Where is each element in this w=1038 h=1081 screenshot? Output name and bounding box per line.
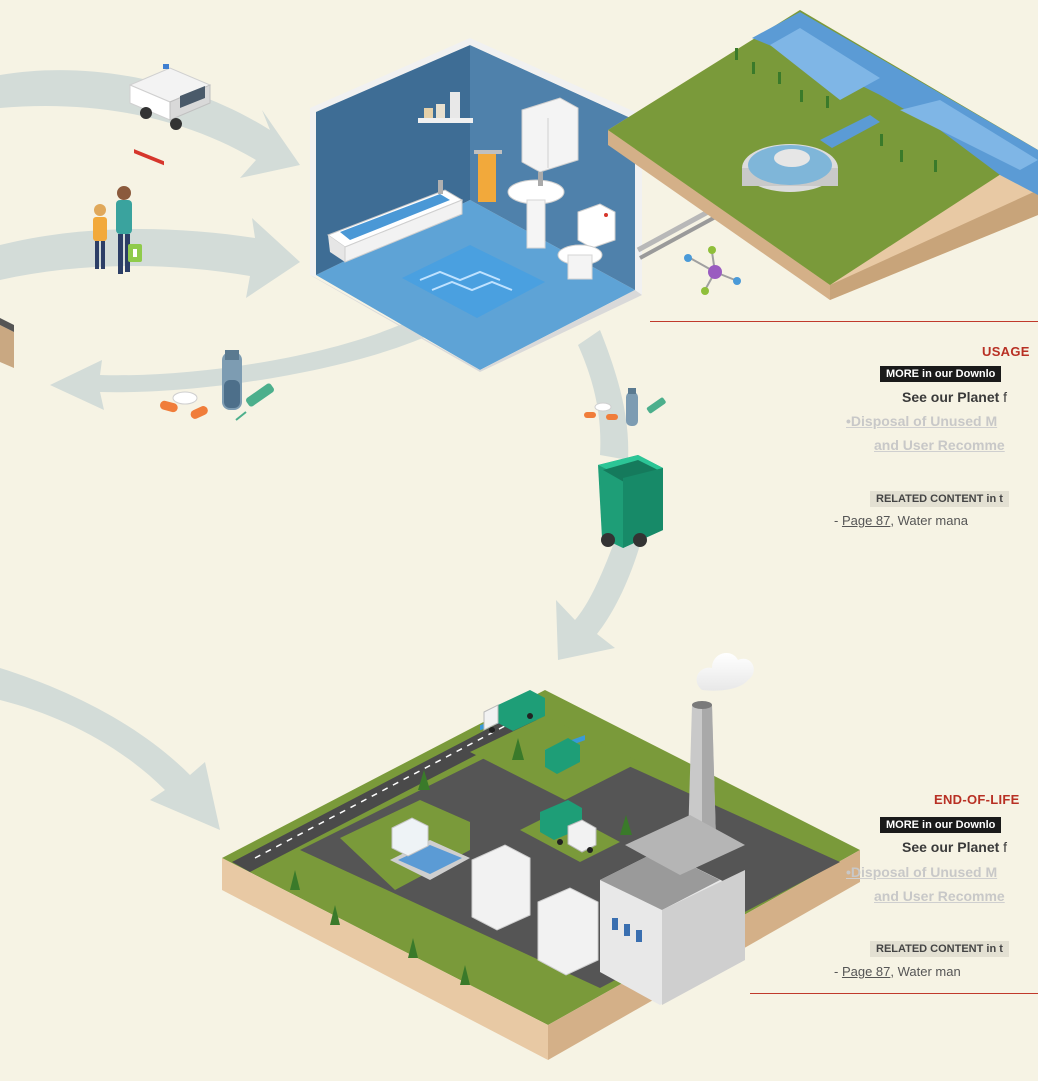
- eol-page-ref: - Page 87, Water man: [834, 964, 961, 979]
- eol-page-suffix: , Water man: [890, 964, 961, 979]
- garbage-truck-icon: [483, 690, 545, 733]
- usage-top-rule: [650, 321, 1038, 322]
- eol-title: END-OF-LIFE: [934, 792, 1020, 807]
- flow-arrow-patient: [0, 218, 300, 298]
- patients-icon: [93, 186, 142, 274]
- water-treatment-plant-icon: [608, 10, 1038, 300]
- usage-page-suffix: , Water mana: [890, 513, 968, 528]
- eol-more-badge: MORE in our Downlo: [880, 817, 1002, 833]
- eol-related-badge: RELATED CONTENT in t: [870, 941, 1009, 957]
- left-building-fragment: [0, 318, 14, 368]
- eol-link-line1[interactable]: •Disposal of Unused M: [846, 864, 998, 880]
- usage-more-badge: MORE in our Downlo: [880, 366, 1002, 382]
- flow-arrow-ambulance: [0, 70, 300, 178]
- bathroom-icon: [310, 38, 642, 372]
- flow-arrow-bin-to-plant: [556, 540, 640, 660]
- usage-see-text: See our Planet f: [902, 389, 1007, 405]
- eol-see-suffix: f: [999, 839, 1008, 855]
- medicines-small-icon: [584, 388, 666, 426]
- eol-bottom-rule: [750, 993, 1038, 994]
- eol-see-text: See our Planet f: [902, 839, 1007, 855]
- eol-page-link[interactable]: Page 87: [841, 964, 891, 979]
- flow-arrow-return: [50, 318, 440, 410]
- medicines-icon: [160, 350, 274, 421]
- usage-link-line2[interactable]: and User Recomme: [874, 437, 1005, 453]
- chimney-icon: [688, 653, 754, 840]
- molecule-icon: [684, 246, 741, 295]
- usage-title: USAGE: [982, 344, 1030, 359]
- usage-page-ref: - Page 87, Water mana: [834, 513, 968, 528]
- waste-processing-plant-icon: [222, 653, 860, 1060]
- usage-page-link[interactable]: Page 87: [841, 513, 891, 528]
- flow-arrow-to-bin: [578, 330, 629, 460]
- usage-link-line1[interactable]: •Disposal of Unused M: [846, 413, 998, 429]
- garbage-truck-icon-2: [540, 800, 597, 853]
- flow-arrow-bottom-left: [0, 668, 220, 830]
- usage-page-prefix: -: [834, 513, 842, 528]
- eol-see-prefix: See our: [902, 839, 958, 855]
- usage-see-bold: Planet: [957, 389, 1000, 405]
- ambulance-icon: [128, 64, 212, 166]
- eol-link-line2[interactable]: and User Recomme: [874, 888, 1005, 904]
- eol-see-bold: Planet: [957, 839, 1000, 855]
- eol-page-prefix: -: [834, 964, 842, 979]
- trash-bin-icon: [598, 455, 663, 548]
- usage-see-suffix: f: [999, 389, 1008, 405]
- usage-see-prefix: See our: [902, 389, 958, 405]
- usage-related-badge: RELATED CONTENT in t: [870, 491, 1009, 507]
